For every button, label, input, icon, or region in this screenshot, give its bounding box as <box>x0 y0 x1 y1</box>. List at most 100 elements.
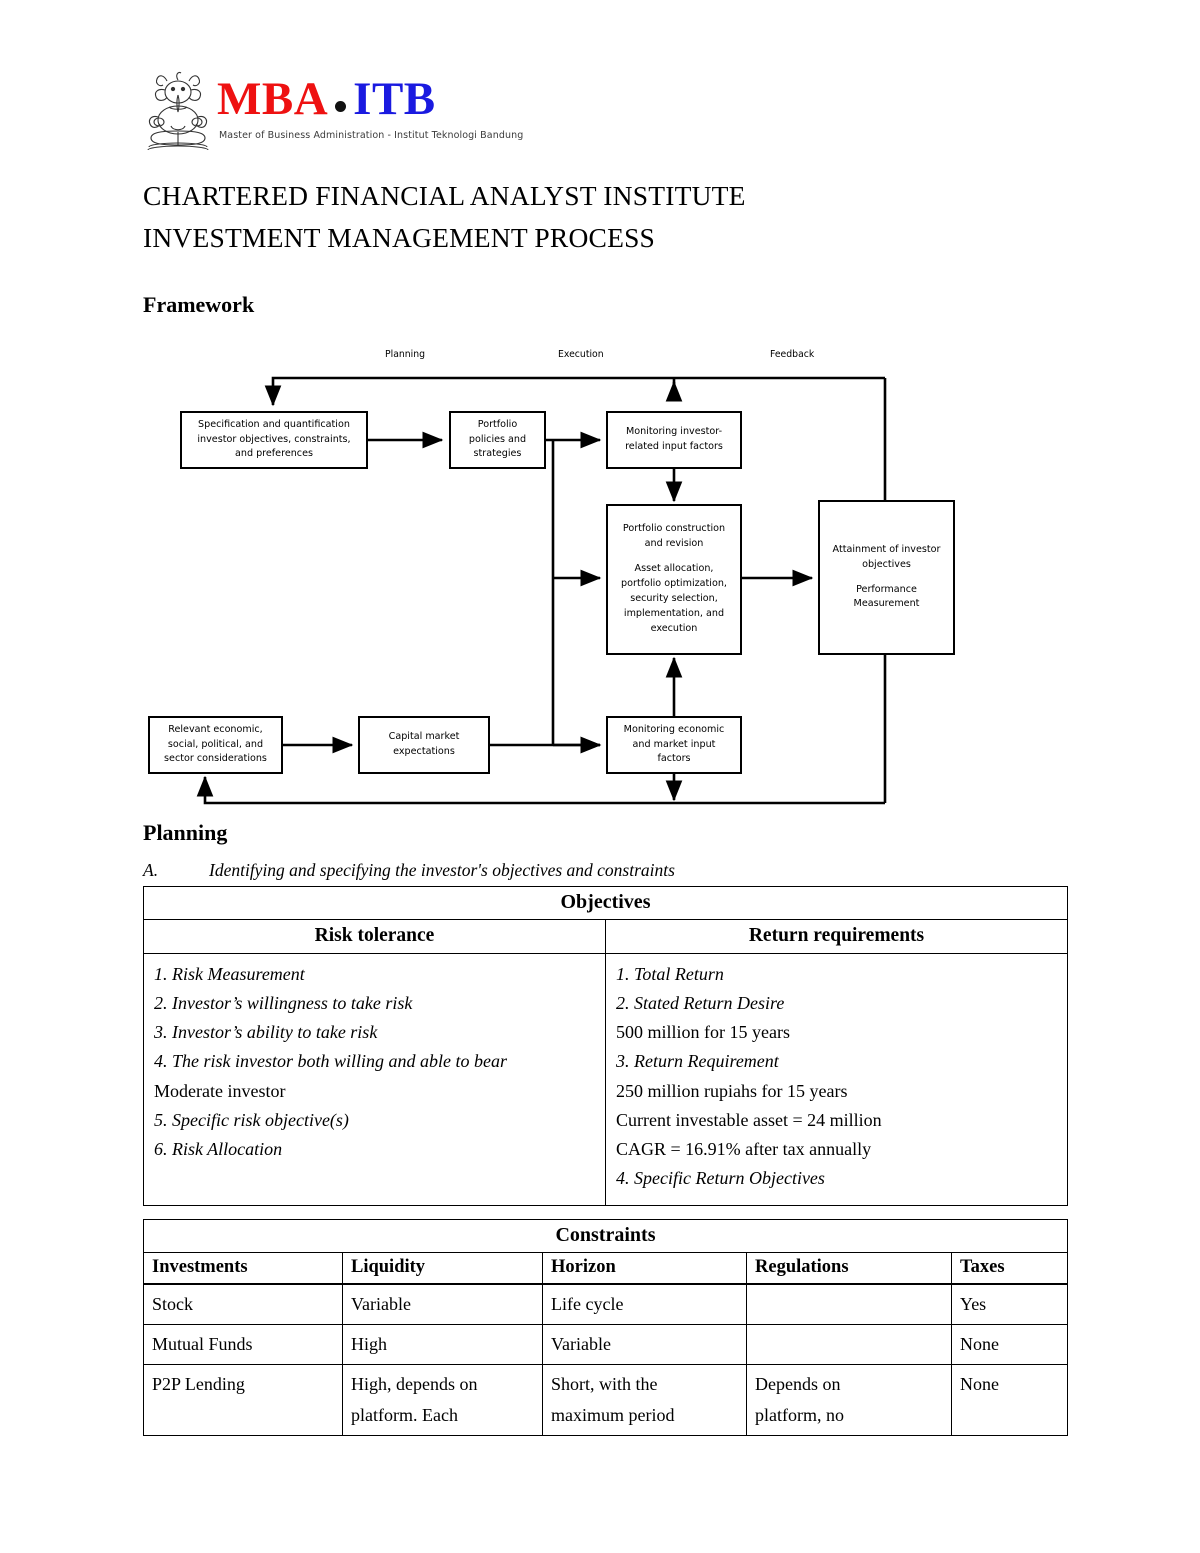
portfolio-construction-line-4: portfolio optimization, <box>621 578 727 590</box>
flow-label-planning: Planning <box>385 349 426 360</box>
risk-tolerance-item-7: 6. Risk Allocation <box>154 1138 283 1159</box>
objectives-title-row: Objectives <box>143 886 1068 920</box>
return-requirements-item-2: 2. Stated Return Desire <box>616 993 785 1014</box>
risk-tolerance-item-1: 1. Risk Measurement <box>154 964 305 984</box>
objectives-table: Objectives Risk tolerance Return require… <box>143 886 1068 1207</box>
return-requirements-item-6: Current investable asset = 24 million <box>616 1109 882 1130</box>
row-3-horizon: Short, with the maximum period <box>542 1364 747 1436</box>
return-requirements-item-8: 4. Specific Return Objectives <box>616 1168 825 1189</box>
document-title-line-1: CHARTERED FINANCIAL ANALYST INSTITUTE <box>143 180 746 211</box>
attainment-line-4: Measurement <box>853 598 920 610</box>
mba-itb-logo: MBA ITB Master of Business Administration… <box>145 62 523 162</box>
portfolio-policies-line-3: strategies <box>473 448 522 460</box>
attainment-line-3: Performance <box>856 583 917 595</box>
monitoring-investor-box: Monitoring investor- related input facto… <box>606 411 742 469</box>
portfolio-policies-box: Portfolio policies and strategies <box>449 411 546 469</box>
objectives-header-row: Risk tolerance Return requirements <box>143 919 1068 954</box>
objectives-body-row: 1. Risk Measurement 2. Investor’s willin… <box>143 952 1068 1207</box>
portfolio-construction-spacer <box>621 552 727 562</box>
relevant-economic-line-1: Relevant economic, <box>168 723 263 735</box>
attainment-spacer <box>833 573 941 583</box>
portfolio-construction-line-6: implementation, and <box>623 607 725 619</box>
risk-tolerance-item-6: 5. Specific risk objective(s) <box>154 1109 349 1130</box>
return-requirements-cell: 1. Total Return 2. Stated Return Desire … <box>605 952 1068 1207</box>
risk-tolerance-item-2: 2. Investor’s willingness to take risk <box>154 993 413 1014</box>
document-title-line-2: INVESTMENT MANAGEMENT PROCESS <box>143 222 656 253</box>
portfolio-construction-line-1: Portfolio construction <box>622 523 726 535</box>
portfolio-construction-line-7: execution <box>650 622 698 634</box>
row-1-regulations <box>746 1283 952 1326</box>
row-2-regulations <box>746 1324 952 1366</box>
attainment-line-2: objectives <box>862 558 911 570</box>
logo-text-mba: MBA <box>217 73 329 125</box>
row-1-investments: Stock <box>143 1283 343 1326</box>
capital-market-line-2: expectations <box>393 746 455 757</box>
row-3-regulations-line-2: platform, no <box>755 1404 844 1425</box>
constraints-title-row: Constraints <box>143 1219 1068 1253</box>
logo-subtitle: Master of Business Administration - Inst… <box>219 130 524 141</box>
constraints-col-liquidity: Liquidity <box>342 1252 543 1285</box>
row-2-liquidity: High <box>342 1324 543 1366</box>
objectives-col-return-requirements: Return requirements <box>605 919 1068 954</box>
row-2-taxes: None <box>951 1324 1068 1366</box>
constraints-col-taxes: Taxes <box>951 1252 1068 1285</box>
objectives-col-risk-tolerance: Risk tolerance <box>143 919 606 954</box>
risk-tolerance-item-5: Moderate investor <box>154 1080 286 1101</box>
capital-market-line-1: Capital market <box>388 731 460 743</box>
return-requirements-item-1: 1. Total Return <box>616 964 724 984</box>
row-3-liquidity-line-2: platform. Each <box>351 1404 458 1425</box>
capital-market-box: Capital market expectations <box>358 716 490 774</box>
flow-label-execution: Execution <box>558 349 604 360</box>
row-1-liquidity: Variable <box>342 1283 543 1326</box>
planning-item-a-label: A. <box>143 860 159 880</box>
monitoring-investor-line-1: Monitoring investor- <box>625 426 723 438</box>
specification-line-1: Specification and quantification <box>198 418 350 430</box>
row-3-investments: P2P Lending <box>143 1364 343 1436</box>
relevant-economic-line-3: sector considerations <box>164 753 267 765</box>
monitoring-economic-line-3: factors <box>657 753 691 765</box>
row-3-regulations-line-1: Depends on <box>755 1374 841 1395</box>
constraints-header-row: Investments Liquidity Horizon Regulation… <box>143 1252 1068 1285</box>
attainment-box: Attainment of investor objectives Perfor… <box>818 500 955 655</box>
monitoring-economic-line-2: and market input <box>632 738 716 750</box>
return-requirements-item-7: CAGR = 16.91% after tax annually <box>616 1138 872 1159</box>
return-requirements-item-3: 500 million for 15 years <box>616 1022 790 1043</box>
framework-heading: Framework <box>143 292 255 317</box>
row-3-liquidity: High, depends on platform. Each <box>342 1364 543 1436</box>
relevant-economic-line-2: social, political, and <box>167 738 264 750</box>
monitoring-investor-line-2: related input factors <box>625 441 723 452</box>
logo-text-itb: ITB <box>353 73 436 125</box>
planning-item-a: A. Identifying and specifying the investo… <box>143 860 675 881</box>
logo-wordmark: MBA ITB <box>217 72 436 126</box>
specification-line-3: and preferences <box>234 448 313 460</box>
portfolio-construction-box: Portfolio construction and revision Asse… <box>606 504 742 655</box>
planning-item-a-text: Identifying and specifying the investor'… <box>209 860 675 880</box>
specification-line-2: investor objectives, constraints, <box>197 433 351 445</box>
ganesha-itb-emblem-icon <box>147 71 209 151</box>
attainment-line-1: Attainment of investor <box>832 543 941 555</box>
table-row: P2P Lending High, depends on platform. E… <box>143 1364 1068 1436</box>
table-row: Mutual Funds High Variable None <box>143 1324 1068 1366</box>
row-3-regulations: Depends on platform, no <box>746 1364 952 1436</box>
constraints-col-horizon: Horizon <box>542 1252 747 1285</box>
row-2-horizon: Variable <box>542 1324 747 1366</box>
portfolio-construction-line-5: security selection, <box>630 592 718 604</box>
constraints-table: Constraints Investments Liquidity Horizo… <box>143 1219 1068 1436</box>
portfolio-policies-line-2: policies and <box>468 433 527 445</box>
risk-tolerance-cell: 1. Risk Measurement 2. Investor’s willin… <box>143 952 606 1207</box>
portfolio-construction-line-2: and revision <box>644 538 704 550</box>
specification-box: Specification and quantification investo… <box>180 411 368 469</box>
logo-separator-dot <box>335 100 347 112</box>
row-2-investments: Mutual Funds <box>143 1324 343 1366</box>
row-3-taxes: None <box>951 1364 1068 1436</box>
return-requirements-item-5: 250 million rupiahs for 15 years <box>616 1080 848 1101</box>
portfolio-construction-line-3: Asset allocation, <box>634 563 714 575</box>
planning-heading: Planning <box>143 820 228 845</box>
constraints-col-investments: Investments <box>143 1252 343 1285</box>
risk-tolerance-item-4: 4. The risk investor both willing and ab… <box>154 1051 507 1072</box>
row-1-horizon: Life cycle <box>542 1283 747 1326</box>
objectives-title: Objectives <box>143 886 1068 920</box>
risk-tolerance-item-3: 3. Investor’s ability to take risk <box>154 1022 378 1043</box>
constraints-title: Constraints <box>143 1219 1068 1253</box>
